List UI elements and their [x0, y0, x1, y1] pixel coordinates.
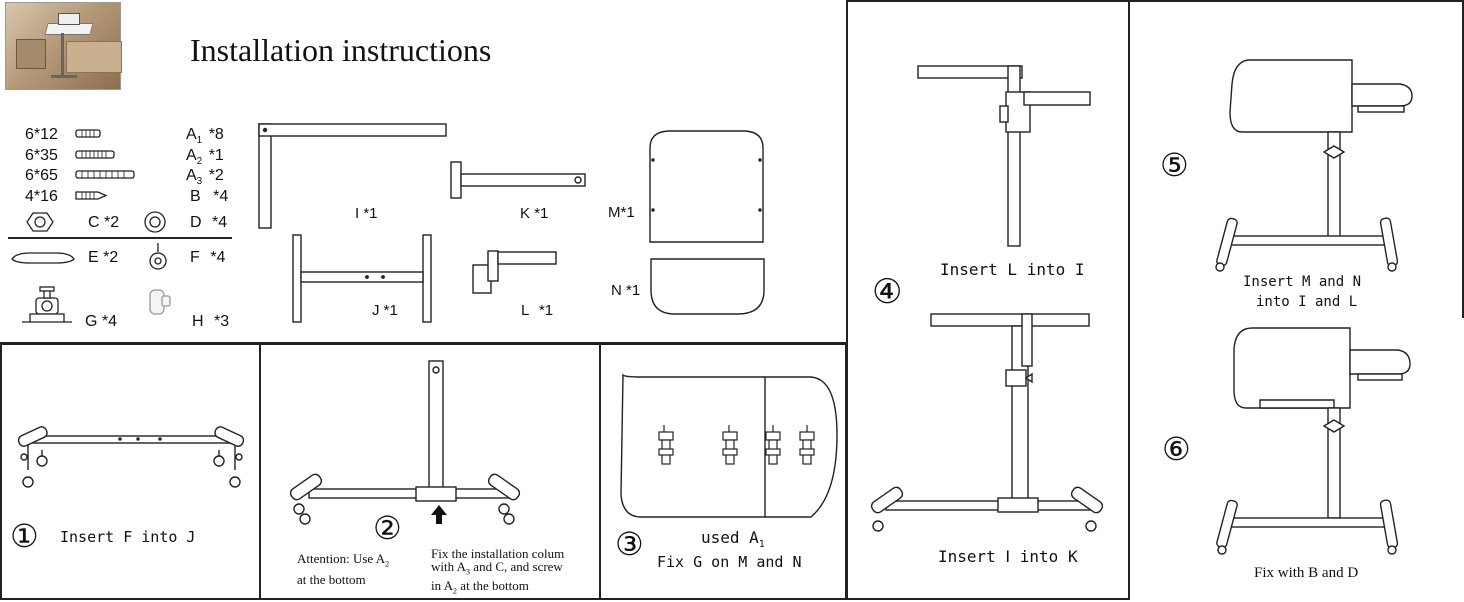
step-6-number: ⑥	[1162, 430, 1191, 468]
photo-chair	[16, 39, 46, 69]
step-2-number: ②	[373, 509, 402, 547]
screw-code: B *4	[190, 188, 229, 205]
step-4-panel: Insert L into I ④ Insert Ⅰ into K	[846, 0, 1130, 600]
clamp-icon	[722, 425, 738, 465]
screw-code: A2 *1	[186, 147, 224, 168]
hardware-c-label: C *2	[88, 214, 120, 231]
step-5-line1: Insert M and N	[1243, 274, 1362, 290]
connector-h-icon	[149, 289, 171, 315]
clamp-icon	[658, 425, 674, 465]
step-4-number: ④	[872, 272, 903, 312]
screw-code: A3 *2	[186, 167, 224, 188]
screw-size: 6*12	[25, 126, 58, 143]
step-4-text-bottom: Insert Ⅰ into K	[938, 547, 1078, 566]
part-m-drawing	[649, 130, 764, 243]
hardware-h-label: H *3	[192, 313, 230, 330]
step-3-drawing	[620, 373, 838, 518]
part-n-drawing	[650, 258, 765, 315]
step-1-drawing	[17, 426, 245, 488]
hardware-f-label: F *4	[190, 249, 226, 266]
photo-bed	[66, 41, 122, 73]
step-2-panel: ② Attention: Use A2 at the bottom Fix th…	[259, 343, 601, 600]
step-5-panel: ⑤ Insert M and N into I and L	[1128, 0, 1464, 320]
part-i-label: I *1	[355, 205, 378, 222]
part-n-label: N *1	[611, 282, 641, 299]
step-5-number: ⑤	[1160, 146, 1189, 184]
step-4-text-top: Insert L into I	[940, 260, 1085, 279]
part-j-drawing	[292, 234, 432, 323]
hardware-g-label: G *4	[85, 313, 118, 330]
step-6-text: Fix with B and D	[1254, 565, 1359, 581]
step-2-fix-note: Fix the installation colum with A3 and C…	[431, 546, 565, 596]
clamp-icon	[765, 425, 781, 465]
step-3-number: ③	[615, 525, 644, 563]
photo-table-base	[51, 75, 77, 78]
page-title: Installation instructions	[190, 32, 492, 68]
step-1-panel: ① Insert F into J	[0, 343, 261, 600]
screw-6x35-icon	[75, 150, 115, 159]
part-l-drawing	[472, 250, 557, 294]
clamp-icon	[799, 425, 815, 465]
part-i-drawing	[258, 123, 447, 229]
part-m-label: M*1	[608, 204, 635, 221]
step-4-drawing	[870, 65, 1104, 532]
step-3-panel: ③ used A1 Fix G on M and N	[599, 343, 847, 600]
step-6-drawing	[1216, 327, 1411, 555]
screw-size: 4*16	[25, 188, 58, 205]
screw-size: 6*65	[25, 167, 58, 184]
hardware-e-label: E *2	[88, 249, 119, 266]
step-5-drawing	[1215, 59, 1413, 272]
photo-laptop	[58, 13, 80, 25]
part-j-label: J *1	[372, 302, 398, 319]
step-1-text: Insert F into J	[60, 528, 196, 546]
part-k-label: K *1	[520, 205, 549, 222]
step-2-attention-note: Attention: Use A2 at the bottom	[297, 551, 390, 587]
part-l-label: L *1	[521, 302, 554, 319]
step-5-line2: into I and L	[1256, 294, 1358, 310]
step-1-number: ①	[10, 517, 39, 555]
screw-code: A1 *8	[186, 126, 224, 147]
step-2-drawing	[289, 360, 521, 525]
hardware-d-label: D *4	[190, 214, 228, 231]
arrow-up-icon	[431, 505, 447, 524]
step-3-used: used A1	[701, 528, 765, 551]
part-k-drawing	[450, 161, 586, 199]
screw-6x65-icon	[75, 170, 135, 179]
step-6-panel: ⑥ Fix with B and D	[1128, 318, 1464, 600]
step-3-text: Fix G on M and N	[657, 553, 802, 571]
photo-table-post	[61, 33, 64, 77]
bracket-e-icon	[11, 252, 75, 264]
parts-area-bottom-border	[0, 342, 848, 344]
screw-size: 6*35	[25, 147, 58, 164]
product-photo	[5, 2, 122, 90]
